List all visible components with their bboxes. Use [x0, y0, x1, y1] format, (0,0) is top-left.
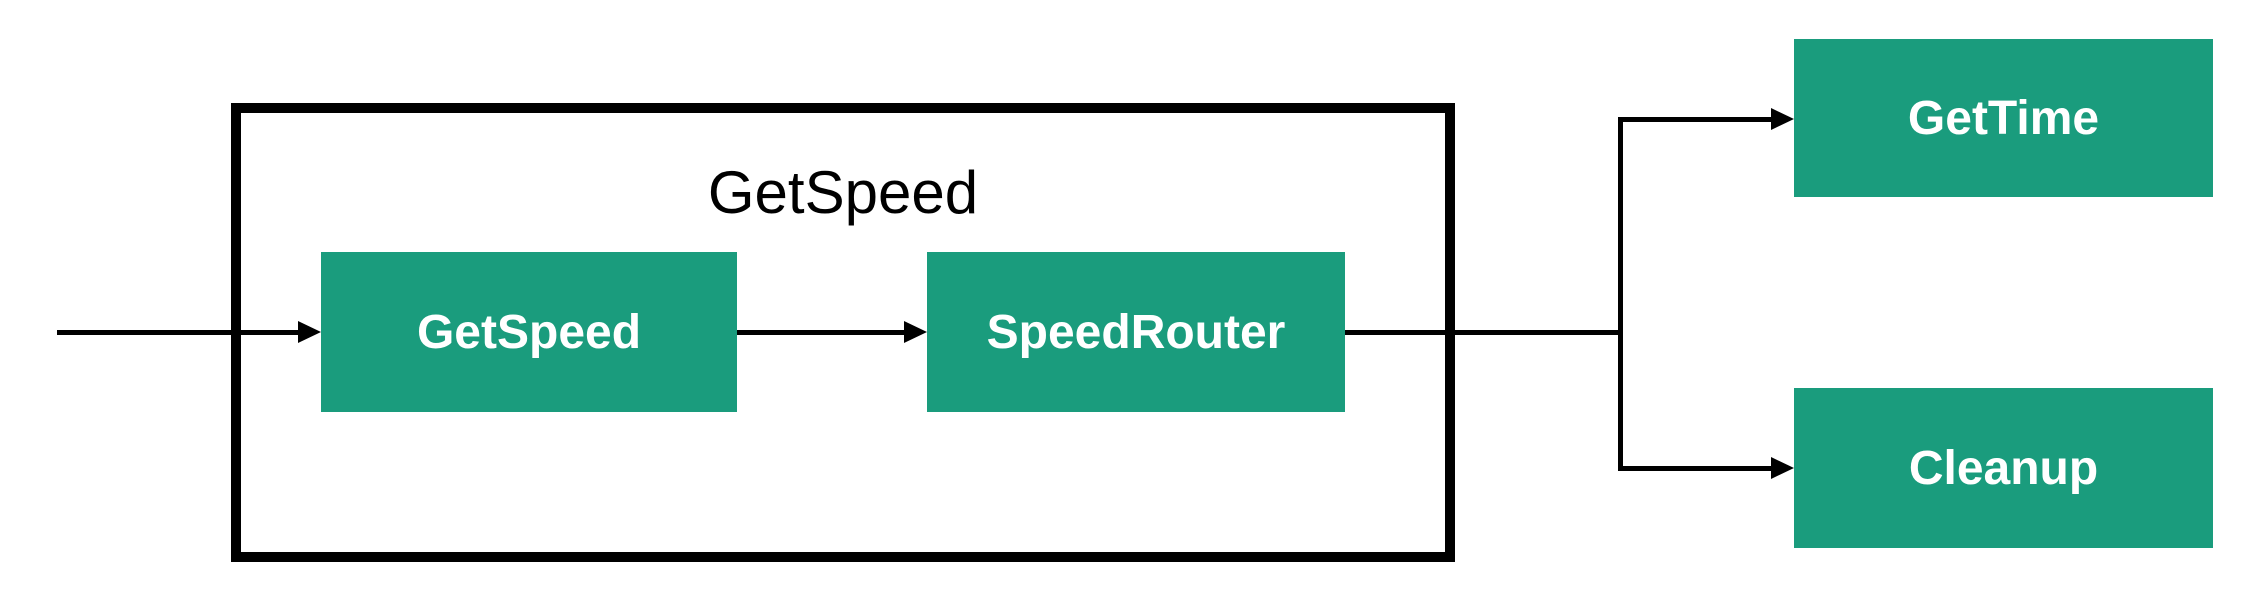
edge-getspeed-speedrouter-line — [737, 330, 904, 335]
subgraph-title: GetSpeed — [707, 159, 979, 226]
node-speedrouter: SpeedRouter — [927, 252, 1345, 412]
node-cleanup: Cleanup — [1794, 388, 2213, 548]
edge-branch-cleanup-arrowhead-icon — [1771, 457, 1794, 479]
edge-entry-arrowhead-icon — [298, 321, 321, 343]
edge-branch-gettime-line — [1618, 117, 1771, 122]
node-speedrouter-label: SpeedRouter — [986, 305, 1286, 359]
node-gettime: GetTime — [1794, 39, 2213, 197]
node-cleanup-label: Cleanup — [1908, 441, 2099, 495]
edge-branch-cleanup-line — [1618, 466, 1771, 471]
node-getspeed: GetSpeed — [321, 252, 737, 412]
edge-entry-line — [57, 330, 299, 335]
node-getspeed-label: GetSpeed — [416, 305, 642, 359]
edge-speedrouter-out-line — [1345, 330, 1623, 335]
node-gettime-label: GetTime — [1907, 91, 2100, 145]
edge-branch-gettime-arrowhead-icon — [1771, 108, 1794, 130]
edge-getspeed-speedrouter-arrowhead-icon — [904, 321, 927, 343]
edge-branch-vertical-line — [1618, 117, 1623, 471]
